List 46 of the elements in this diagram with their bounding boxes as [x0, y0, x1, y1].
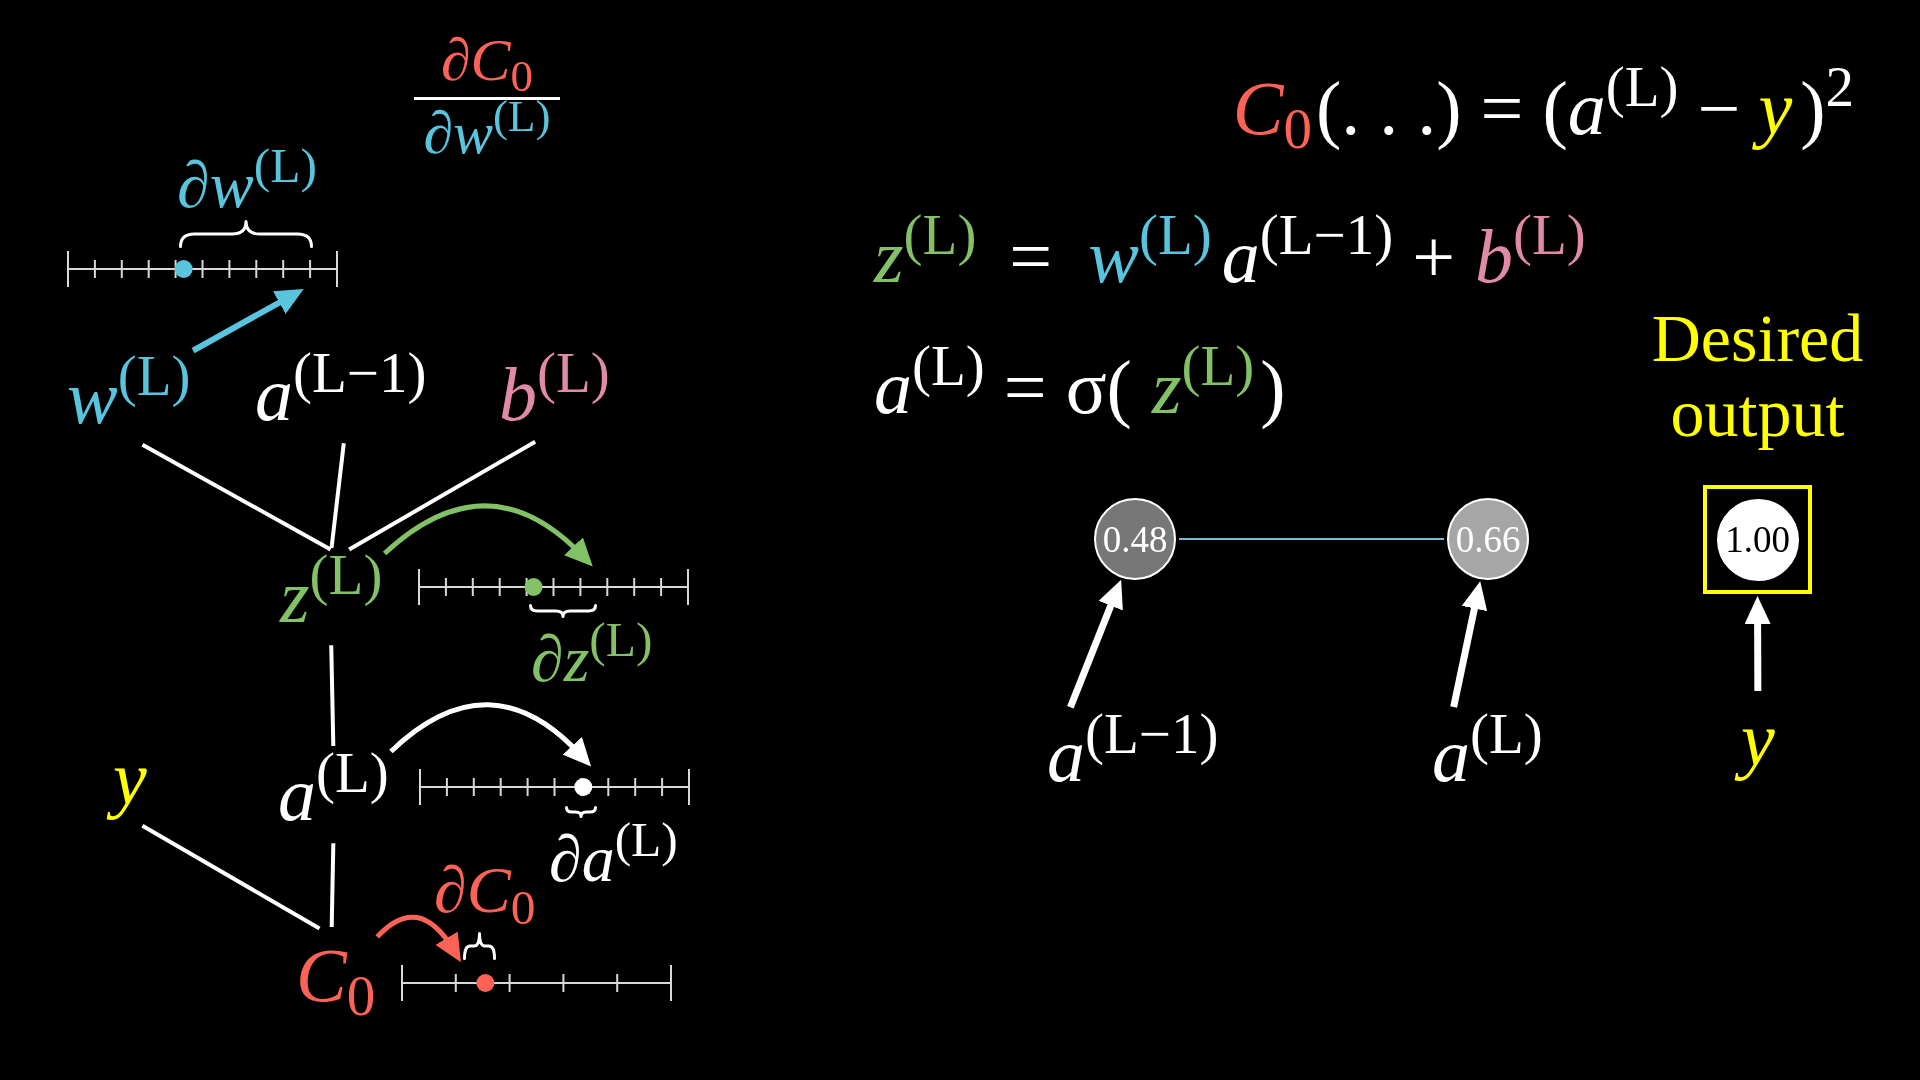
connector-line [329, 442, 346, 549]
equation-term: )$^{2}$ [1800, 63, 1854, 152]
connector-line [329, 645, 336, 747]
equation-term: b$^{(L)}$ [1475, 211, 1586, 300]
arrow [191, 288, 304, 354]
equation-term: C$_{0}$ [1232, 65, 1312, 155]
arrow [1450, 581, 1488, 708]
curved-arrow [389, 702, 592, 767]
equation-term: (. . .) = (a$^{(L)}$ − [1316, 63, 1741, 152]
math-variable: C$_{0}$ [296, 930, 376, 1022]
number-line [401, 964, 672, 1002]
arrow [1067, 579, 1123, 709]
math-variable: a$^{(L−1)}$ [255, 349, 427, 441]
connector-line [141, 823, 321, 931]
heading: Desired output [1650, 301, 1865, 451]
math-variable: a$^{(L−1)}$ [1047, 710, 1219, 802]
math-variable: b$^{(L)}$ [499, 349, 610, 441]
math-variable: y [1733, 694, 1783, 786]
math-label: ∂C$_{0}$ [434, 852, 536, 930]
equation-term: = [1009, 213, 1053, 300]
connector-line [141, 442, 332, 552]
number-line [418, 568, 689, 606]
math-variable: a$^{(L)}$ [1432, 710, 1543, 802]
equation-term: w$^{(L)}$ [1088, 211, 1212, 300]
math-label: ∂a$^{(L)}$ [549, 819, 678, 897]
fraction-denominator: ∂w$^{(L)}$ [423, 100, 551, 166]
math-label: ∂w$^{(L)}$ [177, 145, 317, 223]
connector-line [329, 843, 336, 928]
equation-term: y [1750, 63, 1801, 155]
curved-arrow [382, 503, 594, 567]
math-label: ∂z$^{(L)}$ [531, 619, 653, 697]
equation-term: a$^{(L−1)}$ + [1221, 211, 1456, 300]
connector-line [348, 439, 537, 552]
equation-term: z$^{(L)}$ [874, 211, 977, 300]
number-line [419, 768, 690, 806]
number-line [67, 250, 338, 288]
math-variable: y [105, 733, 155, 825]
curved-arrow [375, 914, 462, 962]
math-variable: z$^{(L)}$ [280, 551, 383, 643]
equation-term: a$^{(L)}$ = σ( [874, 342, 1132, 431]
equation-term: z$^{(L)}$ [1151, 342, 1255, 431]
equation-term: ) [1260, 344, 1286, 431]
math-variable: a$^{(L)}$ [278, 749, 389, 841]
connector-line [1178, 538, 1445, 540]
math-variable: w$^{(L)}$ [67, 352, 191, 444]
fraction-numerator: ∂C$_{0}$ [440, 27, 534, 93]
